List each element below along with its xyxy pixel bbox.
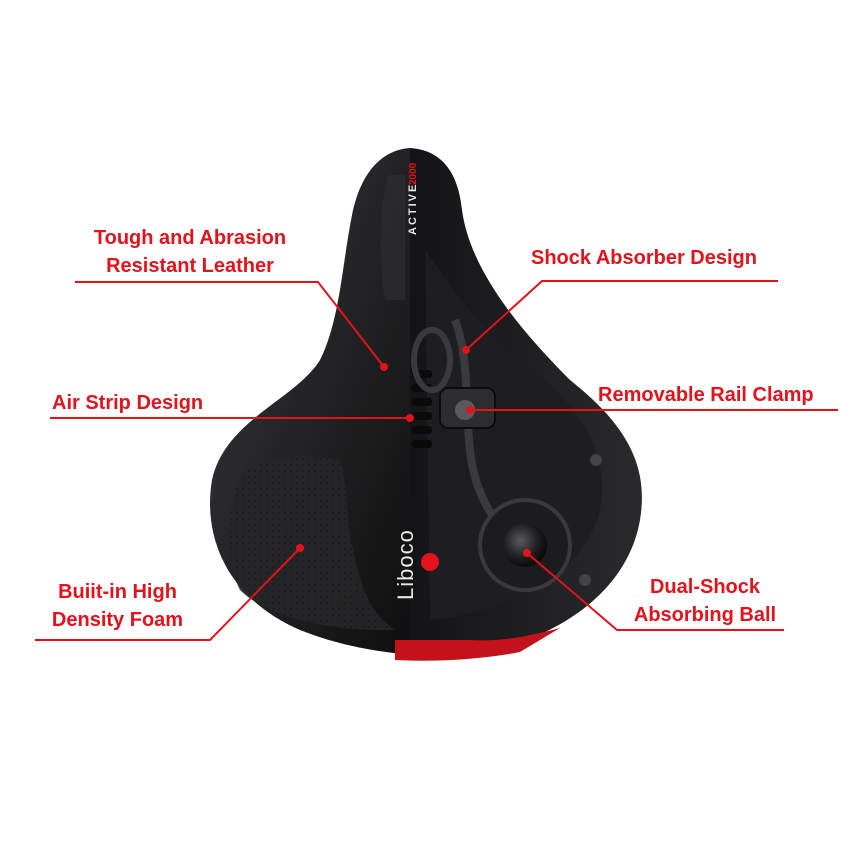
callout-leather-line1: Tough and Abrasion xyxy=(93,227,287,249)
brand-text: Liboco xyxy=(393,529,418,600)
callout-shock-absorber: Shock Absorber Design xyxy=(531,247,757,269)
callout-dual-shock-line2: Absorbing Ball xyxy=(633,604,777,626)
screw xyxy=(590,454,602,466)
callout-foam-line2: Density Foam xyxy=(51,609,184,631)
callout-dual-shock-line1: Dual-Shock xyxy=(649,576,761,598)
callout-rail-clamp: Removable Rail Clamp xyxy=(598,384,814,406)
callout-leather-line2: Resistant Leather xyxy=(106,255,274,277)
callout-foam-line1: Buiit-in High xyxy=(58,581,177,603)
logo-badge xyxy=(421,553,439,571)
callout-dual-shock: Dual-Shock Absorbing Ball xyxy=(622,573,788,629)
callout-air-strip: Air Strip Design xyxy=(52,392,204,414)
callout-leather: Tough and Abrasion Resistant Leather xyxy=(78,224,302,280)
model-number-text: 2000 xyxy=(408,162,419,185)
callout-foam: Buiit-in High Density Foam xyxy=(40,578,195,634)
clamp-bolt xyxy=(455,400,475,420)
red-trim xyxy=(395,628,560,661)
absorbing-ball xyxy=(503,523,547,567)
foam-panel xyxy=(229,456,395,631)
nose-panel xyxy=(380,175,405,300)
callout-dots xyxy=(296,346,531,557)
shock-spring xyxy=(411,327,453,393)
callout-lines xyxy=(35,280,838,641)
model-text: ACTIVE xyxy=(407,183,419,235)
screw xyxy=(579,574,591,586)
